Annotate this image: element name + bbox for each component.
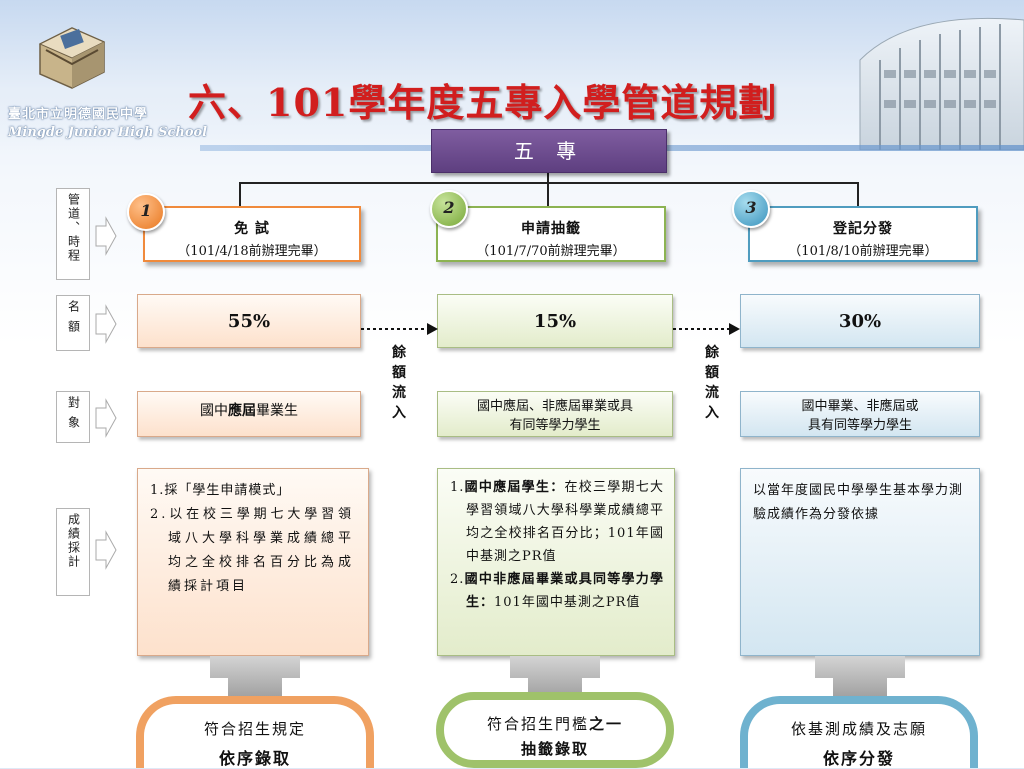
target-box-exam-free: 國中應屆畢業生	[137, 391, 361, 437]
result-line-1: 符合招生門檻之一	[444, 713, 666, 734]
target-line: 有同等學力學生	[509, 418, 601, 433]
overflow-arrow-icon	[673, 323, 740, 335]
connector	[547, 171, 549, 183]
score-item-bold: 國中非應屆畢業或具同等學力學生：	[464, 572, 664, 610]
pathway-date: （101/7/70前辦理完畢）	[476, 244, 626, 259]
step-badge-3: 3	[732, 190, 770, 228]
score-item-text: 101年國中基測之PR值	[494, 595, 641, 610]
side-label-score: 成績採計	[56, 508, 90, 596]
arrow-right-icon	[95, 398, 117, 438]
overflow-label-2: 餘額流入	[703, 343, 721, 423]
result-line-2: 抽籤錄取	[520, 740, 589, 758]
result-line-2: 依序分發	[822, 749, 895, 768]
quota-box-exam-free: 55%	[137, 294, 361, 348]
side-label-score-text: 成績採計	[66, 513, 81, 569]
pathway-date: （101/8/10前辦理完畢）	[788, 244, 938, 259]
score-text: 以當年度國民中學學生基本學力測驗成績作為分發依據	[753, 483, 964, 522]
result-box-lottery: 符合招生門檻之一 抽籤錄取	[436, 692, 674, 768]
funnel-arrow-icon	[510, 656, 600, 700]
pathway-box-exam-free: 免 試 （101/4/18前辦理完畢）	[143, 206, 361, 262]
result-line-2: 依序錄取	[218, 749, 291, 768]
score-item-1: 1.國中應屆學生：在校三學期七大學習領域八大學科學業成績總平均之全校排名百分比；…	[450, 476, 664, 568]
arrow-right-icon	[95, 304, 117, 344]
pathway-title: 申請抽籤	[521, 221, 581, 237]
header-band	[0, 0, 1024, 150]
target-text-bold: 應屆	[228, 403, 256, 419]
score-box-registration: 以當年度國民中學學生基本學力測驗成績作為分發依據	[740, 468, 980, 656]
score-item-text: 在校三學期七大學習領域八大學科學業成績總平均之全校排名百分比；101年國中基測之…	[466, 480, 664, 564]
pathway-title: 登記分發	[833, 221, 893, 237]
score-item-bold: 國中應屆學生：	[464, 480, 565, 495]
connector	[239, 182, 241, 206]
score-box-lottery: 1.國中應屆學生：在校三學期七大學習領域八大學科學業成績總平均之全校排名百分比；…	[437, 468, 675, 656]
side-label-quota-text: 名額	[66, 300, 81, 340]
side-label-quota: 名額	[56, 295, 90, 351]
result-line-1: 符合招生規定	[203, 720, 306, 738]
target-text: 畢業生	[256, 403, 298, 419]
school-name-en: Mingde Junior High School	[8, 125, 208, 140]
pathway-box-lottery: 申請抽籤 （101/7/70前辦理完畢）	[436, 206, 666, 262]
target-text: 國中	[200, 403, 228, 419]
pathway-date: （101/4/18前辦理完畢）	[177, 244, 327, 259]
school-building-photo	[859, 17, 1024, 150]
target-box-lottery: 國中應屆、非應屆畢業或具 有同等學力學生	[437, 391, 673, 437]
target-box-registration: 國中畢業、非應屆或 具有同等學力學生	[740, 391, 980, 437]
result-line-1-bold: 之一	[589, 715, 624, 733]
score-box-exam-free: 1.採「學生申請模式」 2.以在校三學期七大學習領域八大學科學業成績總平均之全校…	[137, 468, 369, 656]
step-badge-1: 1	[127, 193, 165, 231]
score-item-num: 1.	[450, 480, 465, 495]
score-line-1: 1.採「學生申請模式」	[150, 483, 291, 498]
score-line-2: 2.以在校三學期七大學習領域八大學科學業成績總平均之全校排名百分比為成績採計項目	[150, 507, 354, 594]
result-box-exam-free: 符合招生規定 依序錄取	[136, 696, 374, 768]
score-item-num: 2.	[450, 572, 465, 587]
side-label-target: 對象	[56, 391, 90, 443]
school-name-zh: 臺北市立明德國民中學	[8, 107, 149, 122]
result-line-1: 依基測成績及志願	[790, 720, 927, 738]
score-item-2: 2.國中非應屆畢業或具同等學力學生：101年國中基測之PR值	[450, 568, 664, 614]
funnel-arrow-icon	[210, 656, 300, 700]
top-node-five-year-college: 五 專	[431, 129, 667, 173]
connector	[239, 182, 859, 184]
side-label-target-text: 對象	[66, 396, 81, 436]
side-label-pathway-text: 管道、時程	[66, 193, 81, 263]
quota-box-registration: 30%	[740, 294, 980, 348]
result-line-1-text: 符合招生門檻	[486, 715, 589, 733]
pathway-box-registration: 登記分發 （101/8/10前辦理完畢）	[748, 206, 978, 262]
target-line: 具有同等學力學生	[807, 418, 912, 433]
step-badge-2: 2	[430, 190, 468, 228]
result-box-registration: 依基測成績及志願 依序分發	[740, 696, 978, 768]
school-logo-icon	[38, 27, 106, 89]
arrow-right-icon	[95, 216, 117, 256]
overflow-arrow-icon	[361, 323, 438, 335]
connector	[547, 182, 549, 206]
page-title: 六、101學年度五專入學管道規劃	[188, 80, 778, 125]
target-line: 國中畢業、非應屆或	[801, 399, 919, 414]
overflow-label-1: 餘額流入	[390, 343, 408, 423]
arrow-right-icon	[95, 530, 117, 570]
target-line: 國中應屆、非應屆畢業或具	[476, 399, 633, 414]
pathway-title: 免 試	[234, 221, 270, 237]
side-label-pathway: 管道、時程	[56, 188, 90, 280]
connector	[857, 182, 859, 206]
quota-box-lottery: 15%	[437, 294, 673, 348]
funnel-arrow-icon	[815, 656, 905, 700]
